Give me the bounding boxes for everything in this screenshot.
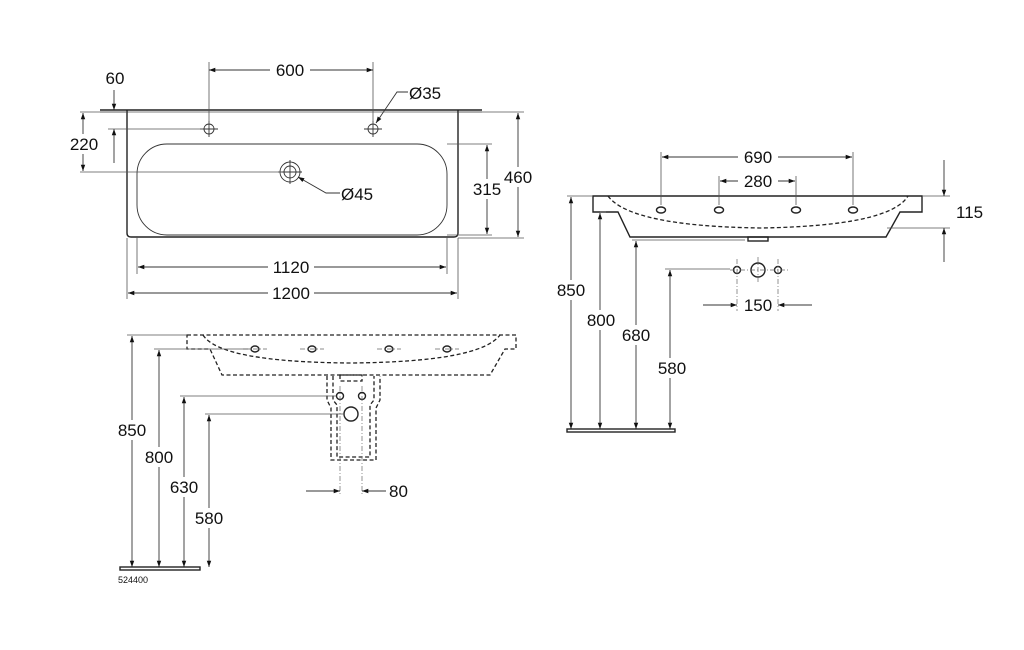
bowl-curve-side (607, 195, 909, 229)
wall-connections (730, 257, 790, 311)
dim-front-height-rim: 800 (145, 448, 173, 467)
dim-outer-hole-spacing: 690 (744, 148, 772, 167)
dim-deck-offset: 60 (106, 69, 125, 88)
dim-basin-thickness: 115 (956, 203, 983, 222)
basin-side-outline (592, 195, 923, 238)
front-view: 850 800 630 580 80 524400 (114, 334, 517, 585)
drain-outlet-side (747, 236, 769, 242)
drain-outlet (339, 374, 363, 382)
pedestal-outline (326, 376, 381, 461)
tap-holes-side (655, 206, 859, 214)
dim-front-height-top: 850 (118, 421, 146, 440)
dim-inner-hole-spacing: 280 (744, 172, 772, 191)
floor-line-side (566, 428, 676, 433)
bowl-outline (136, 143, 448, 236)
dim-hole-spacing: 600 (276, 61, 304, 80)
dim-bowl-depth: 315 (473, 180, 501, 199)
tap-holes-front (243, 345, 459, 353)
dim-supply-spacing-side: 150 (744, 296, 772, 315)
dim-front-height-drain: 580 (195, 509, 223, 528)
dim-side-height-rim: 800 (587, 311, 615, 330)
dim-side-height-top: 850 (557, 281, 585, 300)
dim-drain-offset: 220 (70, 135, 98, 154)
dim-overall-depth: 460 (504, 168, 532, 187)
drawing-code: 524400 (118, 575, 148, 585)
dim-supply-spacing-front: 80 (389, 482, 408, 501)
side-view: 690 280 115 850 800 680 580 150 (553, 147, 983, 433)
dim-drain-diameter: Ø45 (341, 185, 373, 204)
dim-bowl-width: 1120 (273, 258, 310, 277)
basin-front-outline (186, 334, 517, 376)
pedestal-inner (332, 376, 375, 458)
floor-line (119, 566, 201, 571)
top-view: 600 60 220 Ø35 Ø45 315 460 1120 1 (66, 60, 535, 303)
dim-side-height-drain: 580 (658, 359, 686, 378)
dim-tap-hole-diameter: Ø35 (409, 84, 441, 103)
dim-front-height-supply: 630 (170, 478, 198, 497)
dim-overall-width: 1200 (272, 284, 310, 303)
dim-side-height-underside: 680 (622, 326, 650, 345)
drain-pipe-hole (343, 406, 359, 422)
